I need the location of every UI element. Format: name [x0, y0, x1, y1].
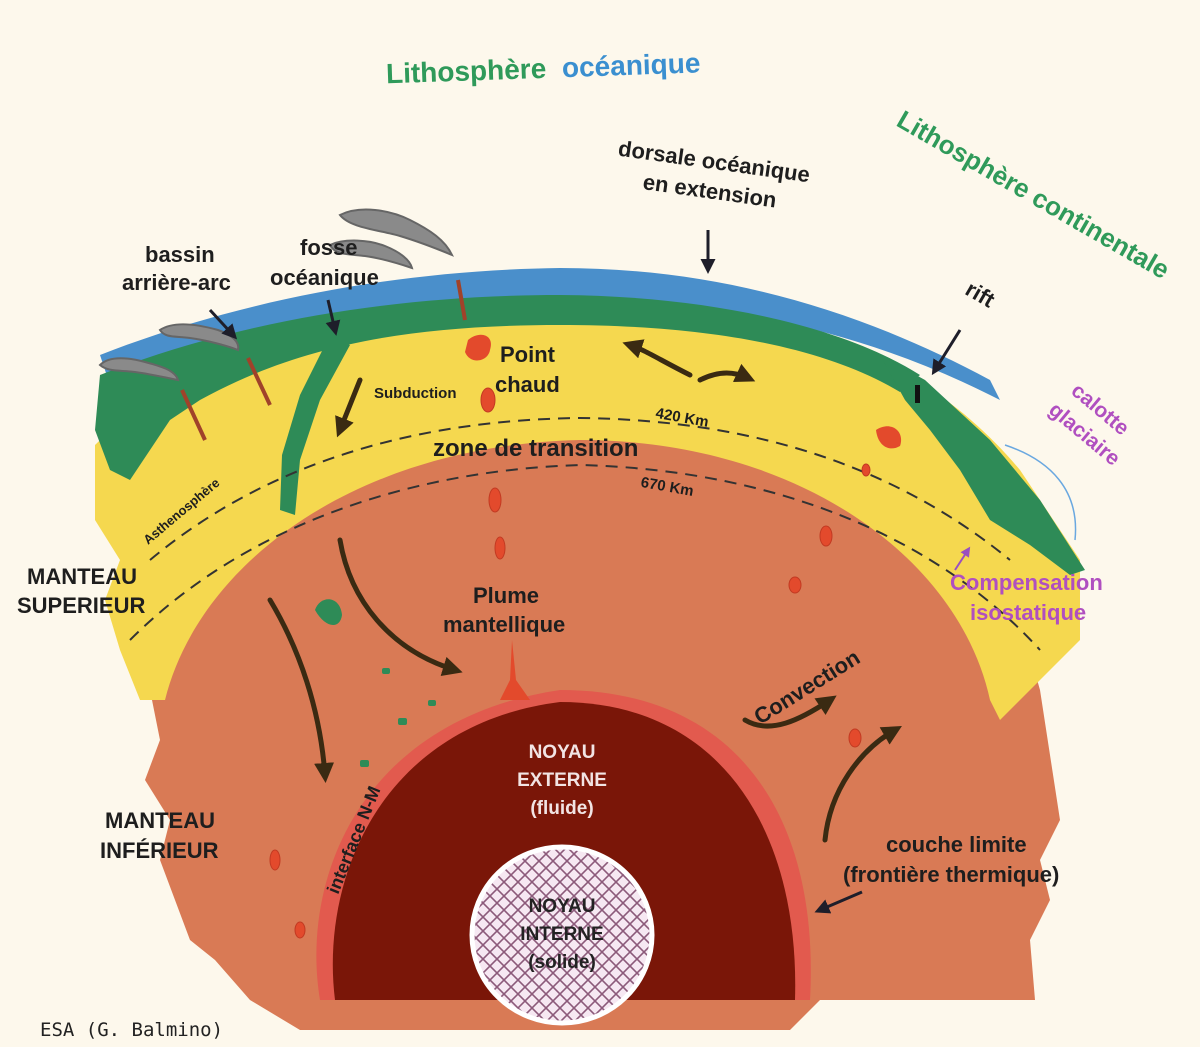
label-couche-limite-1: couche limite	[886, 832, 1027, 857]
image-credit: ESA (G. Balmino)	[40, 1019, 223, 1041]
label-manteau-superieur-2: SUPERIEUR	[17, 593, 145, 618]
label-noyau-interne-3: (solide)	[528, 952, 596, 973]
label-noyau-externe-2: EXTERNE	[517, 770, 607, 791]
label-subduction: Subduction	[374, 385, 457, 402]
label-noyau-externe-3: (fluide)	[530, 798, 593, 819]
label-manteau-inferieur-1: MANTEAU	[105, 808, 215, 833]
label-compensation-2: isostatique	[970, 600, 1086, 625]
label-compensation-1: Compensation	[950, 570, 1103, 595]
label-plume-2: mantellique	[443, 612, 565, 637]
label-point-chaud-2: chaud	[495, 372, 560, 397]
label-point-chaud-1: Point	[500, 342, 556, 367]
label-fosse-1: fosse	[300, 235, 357, 260]
label-noyau-interne-2: INTERNE	[520, 924, 603, 945]
label-fosse-2: océanique	[270, 265, 379, 290]
label-couche-limite-2: (frontière thermique)	[843, 862, 1059, 887]
label-bassin-1: bassin	[145, 242, 215, 267]
label-zone-transition: zone de transition	[433, 435, 638, 462]
label-manteau-inferieur-2: INFÉRIEUR	[100, 838, 219, 863]
label-manteau-superieur-1: MANTEAU	[27, 564, 137, 589]
label-plume-1: Plume	[473, 583, 539, 608]
label-bassin-2: arrière-arc	[122, 270, 231, 295]
label-noyau-interne-1: NOYAU	[529, 896, 596, 917]
label-noyau-externe-1: NOYAU	[529, 742, 596, 763]
rift-fault	[915, 385, 920, 403]
